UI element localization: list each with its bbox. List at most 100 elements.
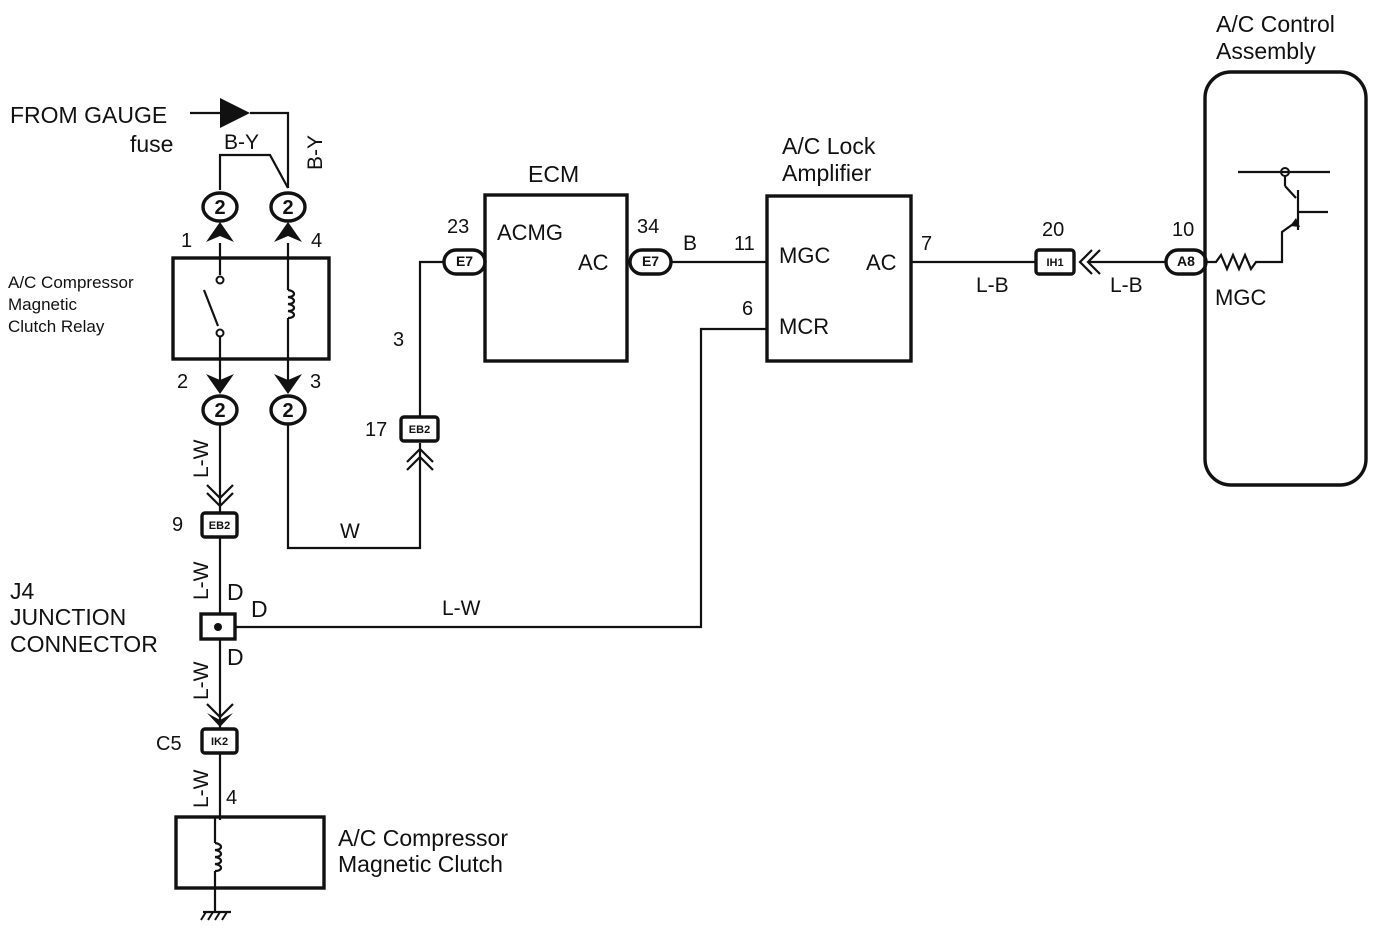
- pin-chevron-down-icon: [206, 484, 234, 500]
- resistor-icon: [1206, 221, 1297, 272]
- amp-pin-6: 6: [742, 298, 753, 320]
- relay-title-line3: Clutch Relay: [8, 317, 105, 336]
- relay-pin-4: 4: [311, 230, 322, 252]
- wire-l-w-j4-to-mcr: [235, 327, 767, 629]
- pin-chevron-left-icon: [1078, 249, 1093, 275]
- relay-switch-contact: [215, 328, 225, 338]
- junction-name-line3: CONNECTOR: [10, 631, 158, 657]
- clutch-title-line1: A/C Compressor: [338, 825, 508, 851]
- wire-label-l-w-3: L-W: [190, 661, 213, 700]
- relay-connector-top-left: [201, 191, 239, 223]
- connector-e7-left: [442, 248, 487, 276]
- pin-chevron-up-icon: [206, 222, 234, 242]
- connector-eb2-upper-label: EB2: [409, 424, 430, 436]
- junction-pin-right: D: [251, 596, 268, 622]
- ecm-pin-34: 34: [637, 216, 659, 238]
- clutch-pin-4: 4: [226, 787, 237, 809]
- eb2-upper-pin-17: 17: [365, 419, 387, 441]
- relay-coil-icon: [287, 288, 296, 320]
- relay-title-line2: Magnetic: [8, 295, 77, 314]
- wire-label-l-w-mcr: L-W: [442, 597, 481, 620]
- pin-chevron-down-icon: [206, 374, 234, 394]
- relay-title-line1: A/C Compressor: [8, 273, 134, 292]
- connector-ih1-label: IH1: [1046, 257, 1063, 269]
- wire-label-l-b-2: L-B: [1110, 274, 1143, 297]
- wire-label-l-b-1: L-B: [976, 274, 1009, 297]
- lb-wire: L-B IH1 20 L-B: [911, 219, 1166, 297]
- amp-pin-7: 7: [921, 233, 932, 255]
- magnetic-clutch: A/C Compressor Magnetic Clutch: [174, 815, 508, 921]
- control-title-line1: A/C Control: [1216, 11, 1335, 37]
- junction-name-line1: J4: [10, 578, 35, 604]
- pin-chevron-up-icon: [274, 222, 302, 242]
- wire-w: [286, 424, 422, 550]
- source-label-line2: fuse: [130, 131, 173, 157]
- pin-chevron-down-icon: [274, 374, 302, 394]
- junction-pin-top: D: [227, 579, 244, 605]
- wire-label-b: B: [683, 232, 697, 255]
- relay-connector-top-right-number: 2: [282, 197, 293, 219]
- amp-title-line2: Amplifier: [782, 160, 872, 186]
- clutch-coil-icon: [214, 841, 223, 873]
- ac-lock-amplifier: A/C Lock Amplifier 11 MGC AC 6 MCR 7: [734, 133, 932, 363]
- ih1-pin-20: 20: [1042, 219, 1064, 241]
- wire-b-y-vertical: [250, 111, 290, 188]
- control-pin-10: 10: [1172, 219, 1194, 241]
- junction-name-line2: JUNCTION: [10, 604, 126, 630]
- relay-switch-contact: [215, 275, 225, 285]
- junction-node: [214, 623, 222, 631]
- ecm-terminal-acmg: ACMG: [497, 220, 563, 245]
- relay-connector-bottom-right-number: 2: [282, 400, 293, 422]
- lw-chain: L-W EB2 9 L-W D D D J4 JUNCTION CONNECTO…: [10, 424, 268, 820]
- connector-e7-right-label: E7: [642, 253, 659, 269]
- connector-eb2-lower-label: EB2: [209, 520, 230, 532]
- eb2-upper-pin-3: 3: [393, 329, 404, 351]
- wire-eb2-to-ecm: [418, 260, 444, 417]
- control-title-line2: Assembly: [1216, 38, 1316, 64]
- magnetic-clutch-relay: 2 2 1 4 A/C Compressor Magnetic Clutch R…: [8, 191, 331, 426]
- magnetic-clutch-box: [174, 815, 326, 890]
- wire-label-l-w-1: L-W: [190, 439, 213, 478]
- relay-switch-arm: [202, 289, 220, 327]
- connector-e7-left-label: E7: [456, 253, 473, 269]
- w-wire: W EB2 17 3: [286, 260, 444, 550]
- amp-terminal-ac: AC: [866, 250, 897, 275]
- pin-chevron-up-icon: [406, 455, 434, 471]
- relay-pin-2: 2: [177, 371, 188, 393]
- wire-b-y-top: [218, 153, 289, 190]
- control-terminal-mgc: MGC: [1215, 285, 1266, 310]
- ik2-pin: C5: [156, 733, 182, 755]
- ecm-title: ECM: [528, 161, 579, 187]
- source-arrow-icon: [220, 98, 250, 128]
- wire-label-b-y-top: B-Y: [224, 131, 259, 154]
- ground-icon: [200, 910, 231, 921]
- pin-chevron-down-icon: [207, 713, 233, 727]
- amp-box: [765, 194, 913, 363]
- relay-box: [171, 256, 331, 361]
- ecm-pin-23: 23: [447, 216, 469, 238]
- relay-connector-bottom-left-number: 2: [214, 400, 225, 422]
- ecm: ECM E7 23 ACMG AC E7 34: [442, 161, 673, 363]
- amp-title-line1: A/C Lock: [782, 133, 876, 159]
- pin-chevron-up-icon: [406, 447, 434, 463]
- power-source: FROM GAUGE fuse B-Y B-Y: [10, 98, 327, 190]
- source-label-line1: FROM GAUGE: [10, 102, 167, 128]
- junction-pin-bottom: D: [227, 644, 244, 670]
- relay-connector-top-right: [269, 191, 307, 223]
- clutch-title-line2: Magnetic Clutch: [338, 851, 503, 877]
- ecm-terminal-ac: AC: [578, 250, 609, 275]
- amp-terminal-mgc: MGC: [779, 243, 830, 268]
- connector-ik2-label: IK2: [211, 736, 228, 748]
- amp-terminal-mcr: MCR: [779, 314, 829, 339]
- wire-label-b-y-vertical: B-Y: [304, 135, 327, 170]
- wire-label-w: W: [340, 520, 360, 543]
- amp-pin-11: 11: [734, 233, 755, 255]
- pin-chevron-down-icon: [206, 703, 234, 719]
- connector-a8-label: A8: [1177, 253, 1195, 269]
- ac-control-assembly: A/C Control Assembly A8 10 MGC: [1164, 11, 1368, 487]
- control-box: [1203, 70, 1368, 487]
- eb2-lower-pin: 9: [172, 514, 183, 536]
- transistor-icon: [1238, 167, 1330, 230]
- connector-eb2-lower: [200, 511, 239, 539]
